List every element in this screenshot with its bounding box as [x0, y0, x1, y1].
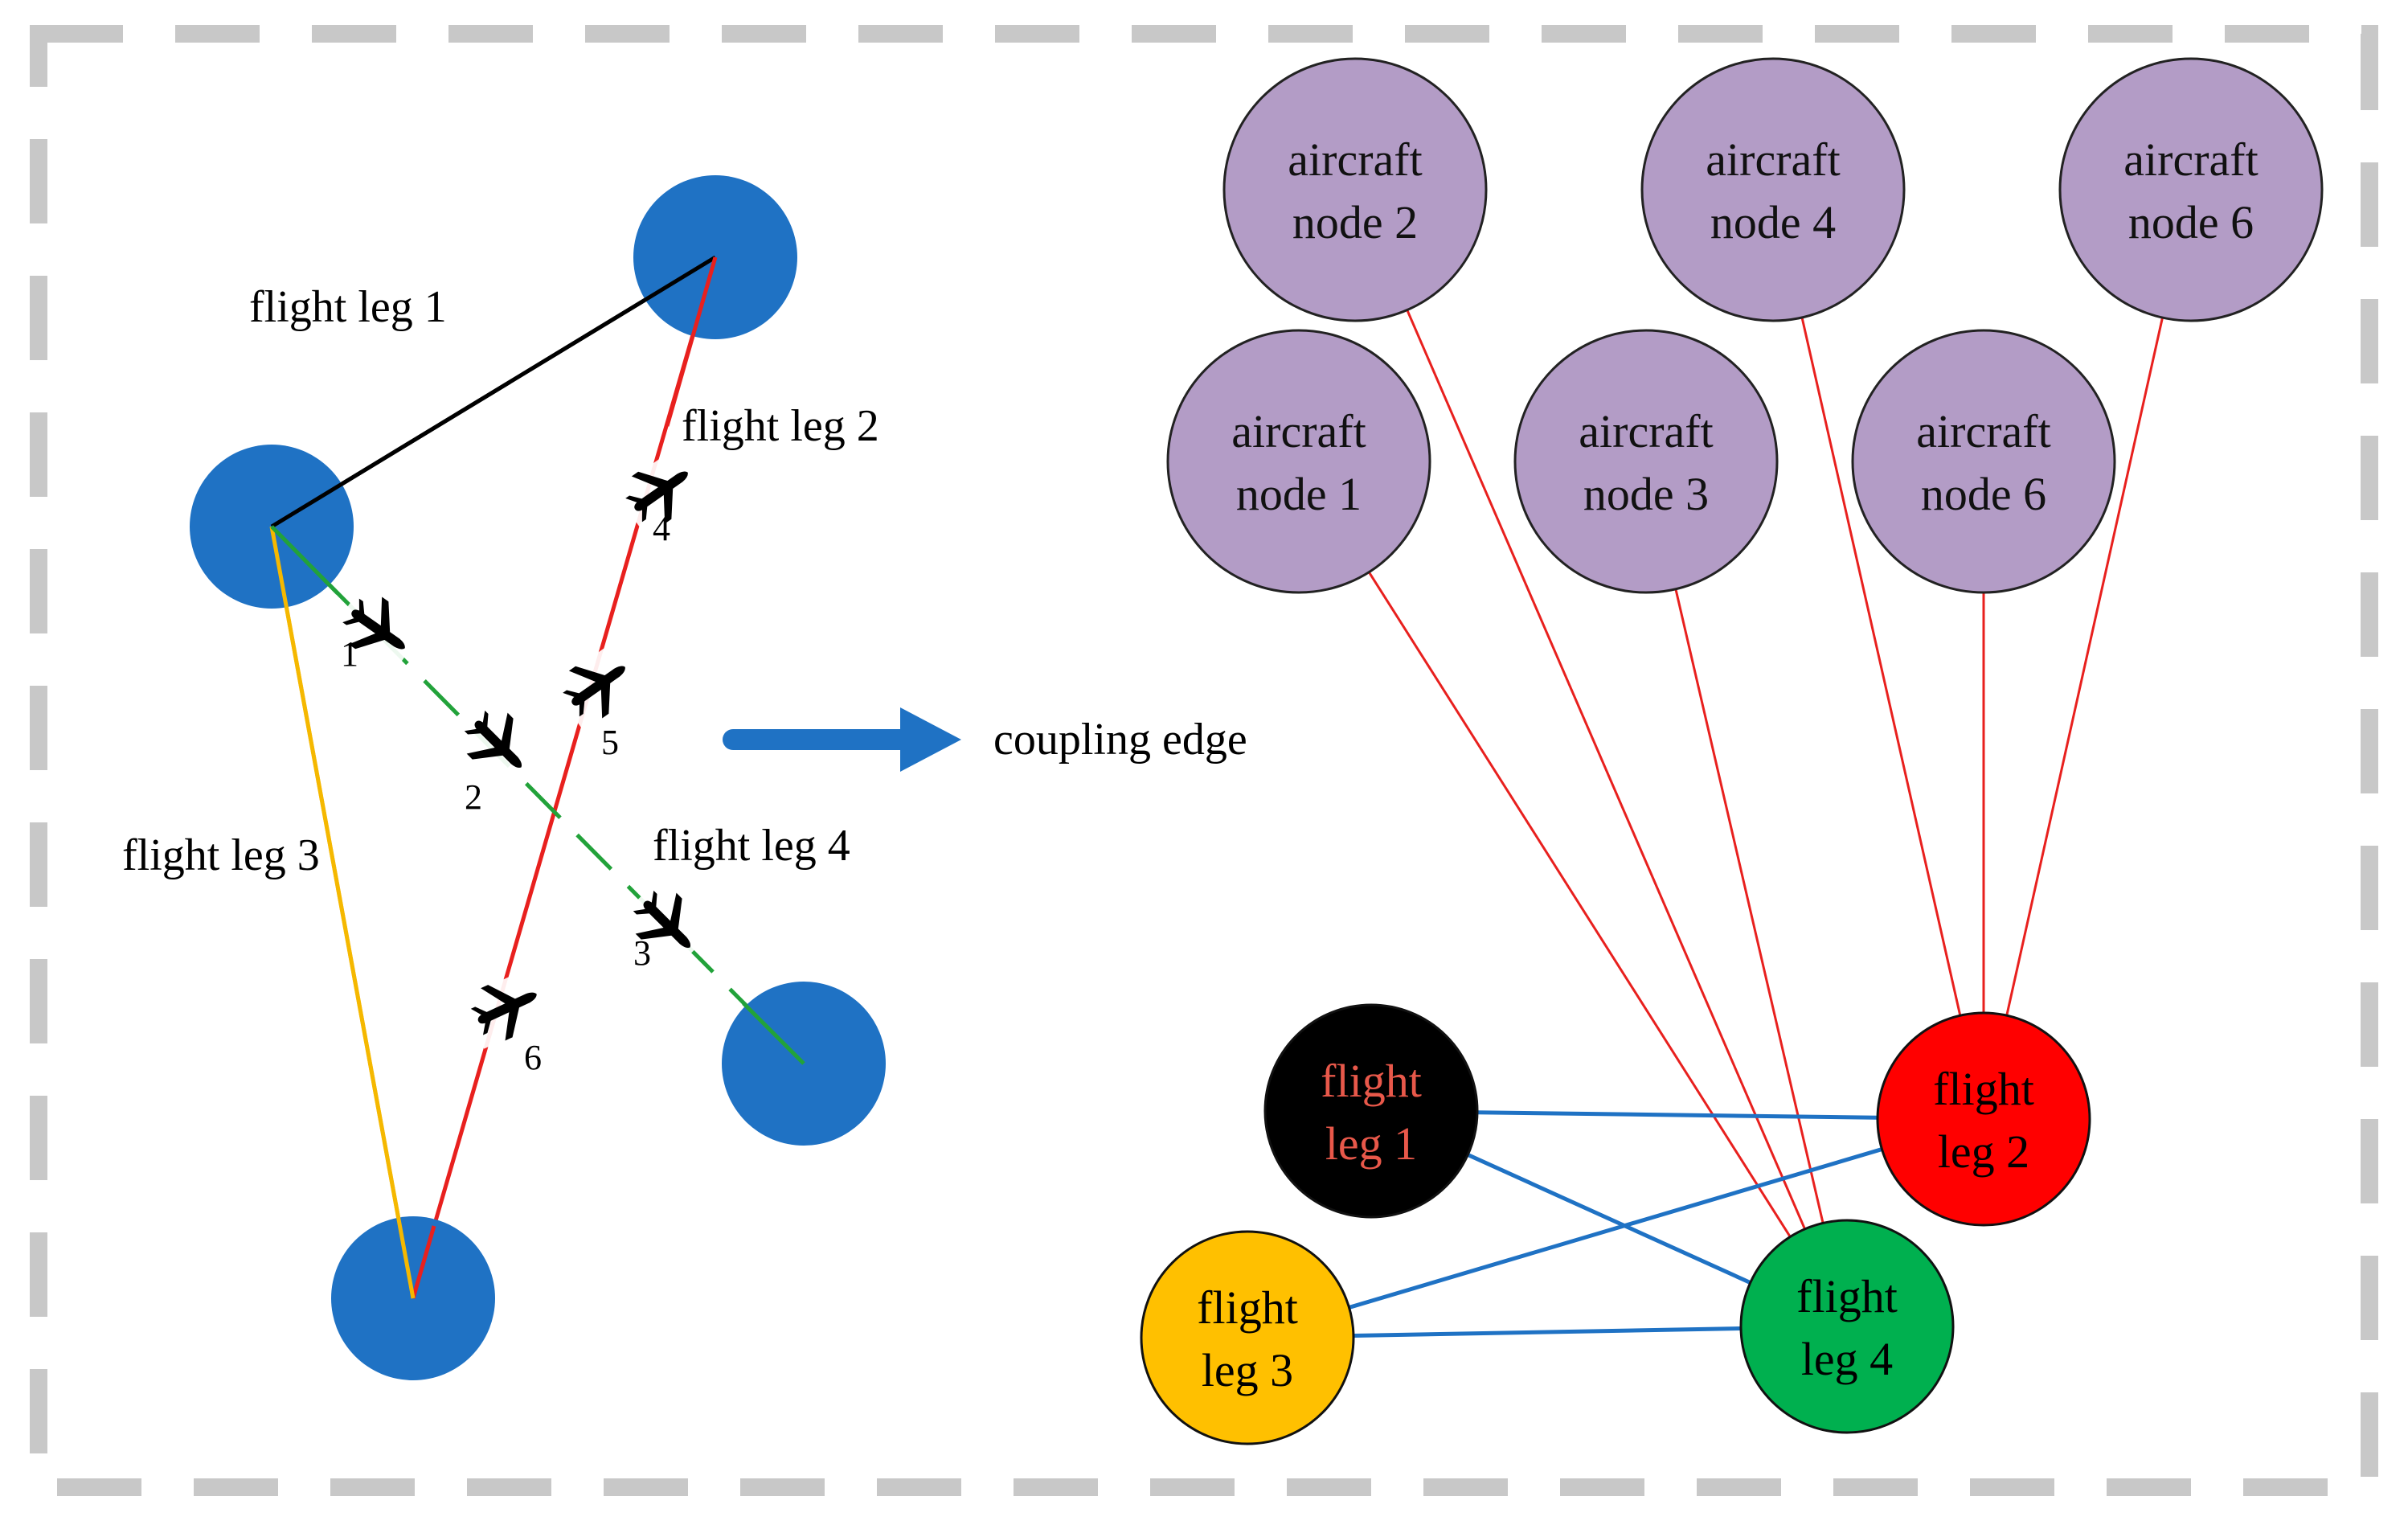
- aircraft-node: aircraft node 6: [2058, 57, 2324, 322]
- node-label-line1: aircraft: [1579, 405, 1713, 457]
- coupling-edge-label: coupling edge: [993, 715, 1247, 765]
- leg-line-leg3-overlay: [269, 526, 416, 1299]
- aircraft-number-4: 4: [653, 509, 670, 548]
- plane-icon: [452, 698, 544, 790]
- node-label-line2: leg 4: [1801, 1333, 1893, 1385]
- node-label-line1: aircraft: [1916, 405, 2050, 457]
- plane-icon: [551, 642, 645, 730]
- plane-icon: [620, 878, 713, 970]
- aircraft-number-2: 2: [465, 777, 482, 817]
- node-label-line2: node 6: [2128, 196, 2254, 248]
- coupling-edge: [1353, 189, 1849, 1327]
- aircraft-icons: [331, 447, 713, 1049]
- aircraft-number-3: 3: [633, 933, 651, 973]
- node-label-line1: flight: [1796, 1270, 1898, 1322]
- node-label-line1: flight: [1197, 1281, 1298, 1334]
- node-label-line2: node 2: [1292, 196, 1418, 248]
- leg-line-leg4-end-overlay: [742, 1002, 805, 1065]
- aircraft-node: aircraft node 2: [1222, 57, 1488, 322]
- node-label-line1: flight: [1933, 1063, 2034, 1115]
- node-label-line1: aircraft: [2123, 133, 2258, 186]
- coupling-arrow: [723, 707, 961, 772]
- leg-line-leg4: [270, 525, 805, 1065]
- left-network-legs-overlay: [269, 255, 805, 1299]
- leg-line-leg2-end-overlay: [411, 1225, 436, 1299]
- leg-line-leg2-overlay: [665, 256, 718, 427]
- arrow-head: [900, 707, 961, 772]
- leg-line-leg2: [411, 256, 718, 1299]
- leg-label-leg2: flight leg 2: [682, 401, 879, 451]
- coupling-edge: [1297, 461, 1849, 1327]
- plane-icon: [331, 585, 425, 674]
- leg-label-leg1: flight leg 1: [249, 282, 447, 332]
- coupling-edge: [1644, 461, 1849, 1327]
- node-label-line1: aircraft: [1706, 133, 1840, 186]
- leg-label-leg4: flight leg 4: [653, 821, 850, 871]
- coupling-edge: [1771, 189, 1985, 1120]
- aircraft-node: aircraft node 3: [1513, 329, 1779, 594]
- aircraft-number-1: 1: [341, 634, 358, 674]
- node-label-line1: aircraft: [1288, 133, 1422, 186]
- flight-leg-node: flight leg 4: [1739, 1219, 1955, 1434]
- flight-leg-node: flight leg 1: [1263, 1003, 1479, 1219]
- aircraft-number-5: 5: [601, 723, 619, 762]
- aircraft-nodes: aircraft node 2 aircraft node 4 aircraft node…: [1166, 57, 2324, 594]
- node-label-line1: aircraft: [1231, 405, 1366, 457]
- node-label-line2: leg 1: [1325, 1117, 1417, 1170]
- node-label-line2: node 4: [1710, 196, 1836, 248]
- node-label-line1: flight: [1321, 1055, 1422, 1107]
- node-label-line2: leg 2: [1938, 1125, 2029, 1178]
- coupling-edges: [1297, 189, 2193, 1327]
- node-label-line2: node 6: [1921, 468, 2046, 520]
- leg-line-leg4-overlay: [270, 525, 339, 595]
- plane-icon: [461, 967, 553, 1049]
- airports: [190, 175, 886, 1380]
- dashed-frame: [30, 25, 2378, 1496]
- flight-leg-node: flight leg 3: [1140, 1230, 1355, 1445]
- node-label-line2: leg 3: [1202, 1344, 1293, 1396]
- coupling-edge: [1982, 189, 2193, 1120]
- aircraft-node: aircraft node 4: [1640, 57, 1906, 322]
- leg-line-leg1-overlay: [270, 255, 717, 529]
- node-label-line2: node 1: [1236, 468, 1362, 520]
- aircraft-node: aircraft node 6: [1851, 329, 2116, 594]
- node-label-line2: node 3: [1583, 468, 1709, 520]
- leg-label-leg3: flight leg 3: [122, 830, 320, 880]
- leg-edge: [1247, 1117, 1984, 1340]
- flight-leg-node: flight leg 2: [1876, 1011, 2091, 1227]
- leg-nodes: flight leg 1 flight leg 2 flight leg 3 flight l…: [1140, 1003, 2091, 1445]
- aircraft-node: aircraft node 1: [1166, 329, 1431, 594]
- plane-icon: [614, 447, 708, 535]
- aircraft-number-6: 6: [524, 1038, 542, 1077]
